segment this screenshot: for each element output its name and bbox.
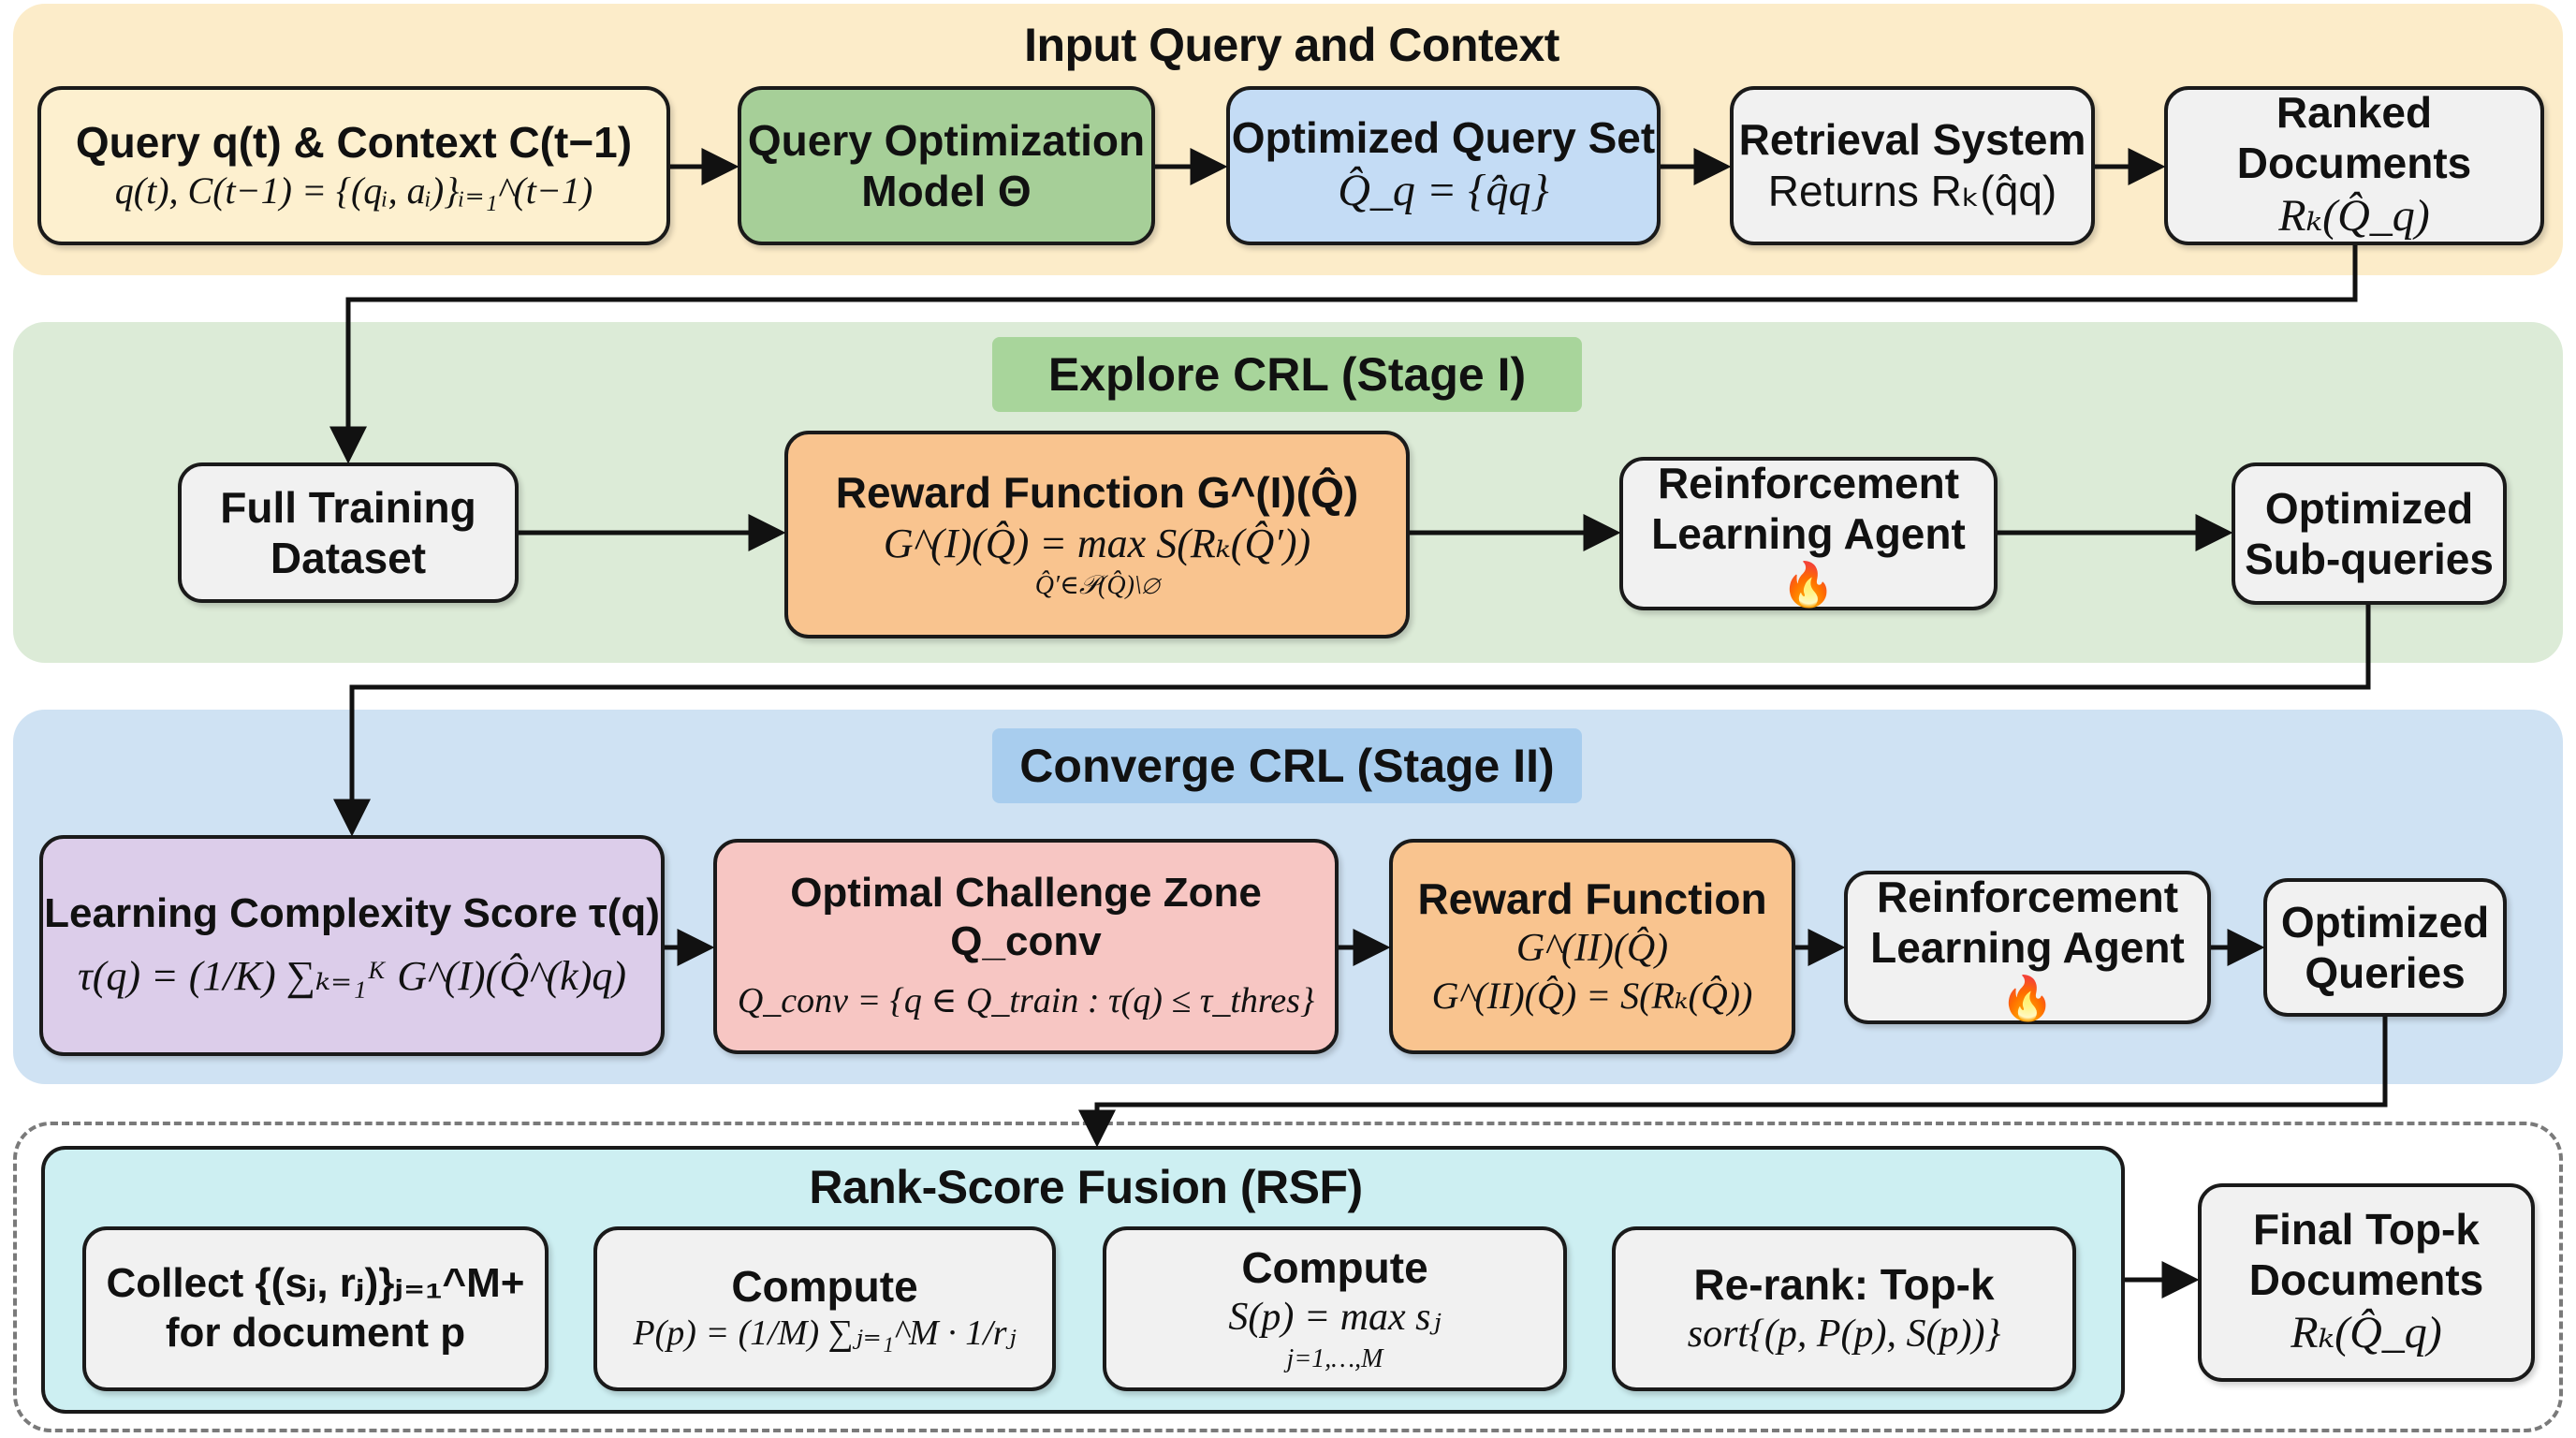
ranked-documents-title: Ranked Documents (2236, 87, 2472, 187)
retrieval-system-subtitle: Returns Rₖ(q̂q) (1767, 166, 2057, 215)
full-training-line1: Full Training (220, 482, 476, 532)
query-context-title: Query q(t) & Context C(t−1) (75, 117, 633, 167)
compute-s-formula: S(p) = max sⱼ (1228, 1296, 1442, 1340)
optimized-subqueries-line2: Sub-queries (2245, 535, 2494, 583)
final-topk-formula: Rₖ(Q̂_q) (2291, 1308, 2442, 1358)
optimized-query-set-title: Optimized Query Set (1231, 112, 1656, 162)
query-optimization-line2: Model Θ (861, 167, 1032, 215)
learning-complexity-title: Learning Complexity Score τ(q) (44, 889, 660, 936)
reward-function-2-formula: G^(II)(Q̂) = S(Rₖ(Q̂)) (1431, 975, 1753, 1018)
collect-line2: for document p (165, 1310, 466, 1356)
reward-function-2-node: Reward Function G^(II)(Q̂) G^(II)(Q̂) = … (1389, 839, 1795, 1054)
optimized-queries-line1: Optimized (2280, 897, 2490, 946)
rerank-node: Re-rank: Top-k sort{(p, P(p), S(p))} (1612, 1226, 2076, 1391)
optimal-challenge-zone-formula: Q_conv = {q ∈ Q_train : τ(q) ≤ τ_thres} (737, 981, 1315, 1021)
rl-agent-2-node: Reinforcement Learning Agent 🔥 (1844, 871, 2211, 1024)
compute-p-title: Compute (731, 1262, 918, 1312)
optimized-subqueries-line1: Optimized (2264, 483, 2474, 533)
input-section-title: Input Query and Context (1024, 19, 1559, 71)
optimized-queries-node: Optimized Queries (2263, 878, 2507, 1017)
reward-function-1-node: Reward Function G^(I)(Q̂) G^(I)(Q̂) = ma… (784, 431, 1410, 638)
explore-section-title: Explore CRL (Stage I) (992, 337, 1582, 412)
query-optimization-model-node: Query Optimization Model Θ (738, 86, 1155, 245)
compute-s-node: Compute S(p) = max sⱼ j=1,…,M (1103, 1226, 1567, 1391)
rsf-section-title: Rank-Score Fusion (RSF) (809, 1161, 1363, 1213)
collect-line1: Collect {(sⱼ, rⱼ)}ⱼ₌₁^M+ (106, 1260, 525, 1307)
learning-complexity-node: Learning Complexity Score τ(q) τ(q) = (1… (39, 835, 665, 1056)
query-context-formula: q(t), C(t−1) = {(qᵢ, aᵢ)}ᵢ₌₁^(t−1) (114, 169, 593, 213)
reward-function-1-formula: G^(I)(Q̂) = max S(Rₖ(Q̂′)) (883, 521, 1311, 567)
final-topk-line1: Final Top-k (2253, 1204, 2480, 1254)
reward-function-1-subscript: Q̂′∈𝒫(Q̂)\∅ (1034, 571, 1160, 601)
retrieval-system-node: Retrieval System Returns Rₖ(q̂q) (1730, 86, 2095, 245)
full-training-line2: Dataset (270, 534, 427, 582)
rl-agent-1-line1: Reinforcement (1657, 458, 1960, 507)
optimized-query-set-node: Optimized Query Set Q̂_q = {q̂q} (1226, 86, 1661, 245)
optimized-subqueries-node: Optimized Sub-queries (2232, 462, 2507, 605)
rerank-formula: sort{(p, P(p), S(p))} (1687, 1312, 2001, 1356)
ranked-documents-formula: Rₖ(Q̂_q) (2278, 191, 2430, 242)
collect-node: Collect {(sⱼ, rⱼ)}ⱼ₌₁^M+ for document p (82, 1226, 549, 1391)
full-training-dataset-node: Full Training Dataset (178, 462, 519, 603)
query-optimization-line1: Query Optimization (747, 115, 1146, 165)
compute-s-subscript: j=1,…,M (1286, 1343, 1383, 1373)
rl-agent-2-line2: Learning Agent 🔥 (1870, 922, 2185, 1023)
query-context-node: Query q(t) & Context C(t−1) q(t), C(t−1)… (37, 86, 670, 245)
compute-p-formula: P(p) = (1/M) ∑ⱼ₌₁^M · 1/rⱼ (633, 1313, 1017, 1354)
rl-agent-1-line2: Learning Agent 🔥 (1651, 508, 1966, 609)
rerank-title: Re-rank: Top-k (1693, 1259, 1995, 1309)
optimal-challenge-zone-node: Optimal Challenge Zone Q_conv Q_conv = {… (713, 839, 1339, 1054)
retrieval-system-title: Retrieval System (1738, 115, 2086, 165)
compute-s-title: Compute (1241, 1243, 1428, 1293)
optimal-challenge-zone-title: Optimal Challenge Zone Q_conv (790, 870, 1262, 965)
compute-p-node: Compute P(p) = (1/M) ∑ⱼ₌₁^M · 1/rⱼ (593, 1226, 1056, 1391)
final-topk-node: Final Top-k Documents Rₖ(Q̂_q) (2198, 1183, 2535, 1382)
optimized-queries-line2: Queries (2305, 948, 2466, 997)
reward-function-2-subtitle: G^(II)(Q̂) (1515, 926, 1669, 970)
rl-agent-2-line1: Reinforcement (1876, 872, 2179, 921)
ranked-documents-node: Ranked Documents Rₖ(Q̂_q) (2164, 86, 2544, 245)
optimized-query-set-formula: Q̂_q = {q̂q} (1338, 166, 1549, 216)
rl-agent-1-node: Reinforcement Learning Agent 🔥 (1619, 457, 1998, 610)
final-topk-line2: Documents (2248, 1255, 2484, 1304)
reward-function-2-title: Reward Function (1417, 873, 1767, 923)
reward-function-1-title: Reward Function G^(I)(Q̂) (835, 467, 1359, 517)
converge-section-title: Converge CRL (Stage II) (992, 728, 1582, 803)
learning-complexity-formula: τ(q) = (1/K) ∑ₖ₌₁ᴷ G^(I)(Q̂^(k)q) (77, 953, 627, 1000)
